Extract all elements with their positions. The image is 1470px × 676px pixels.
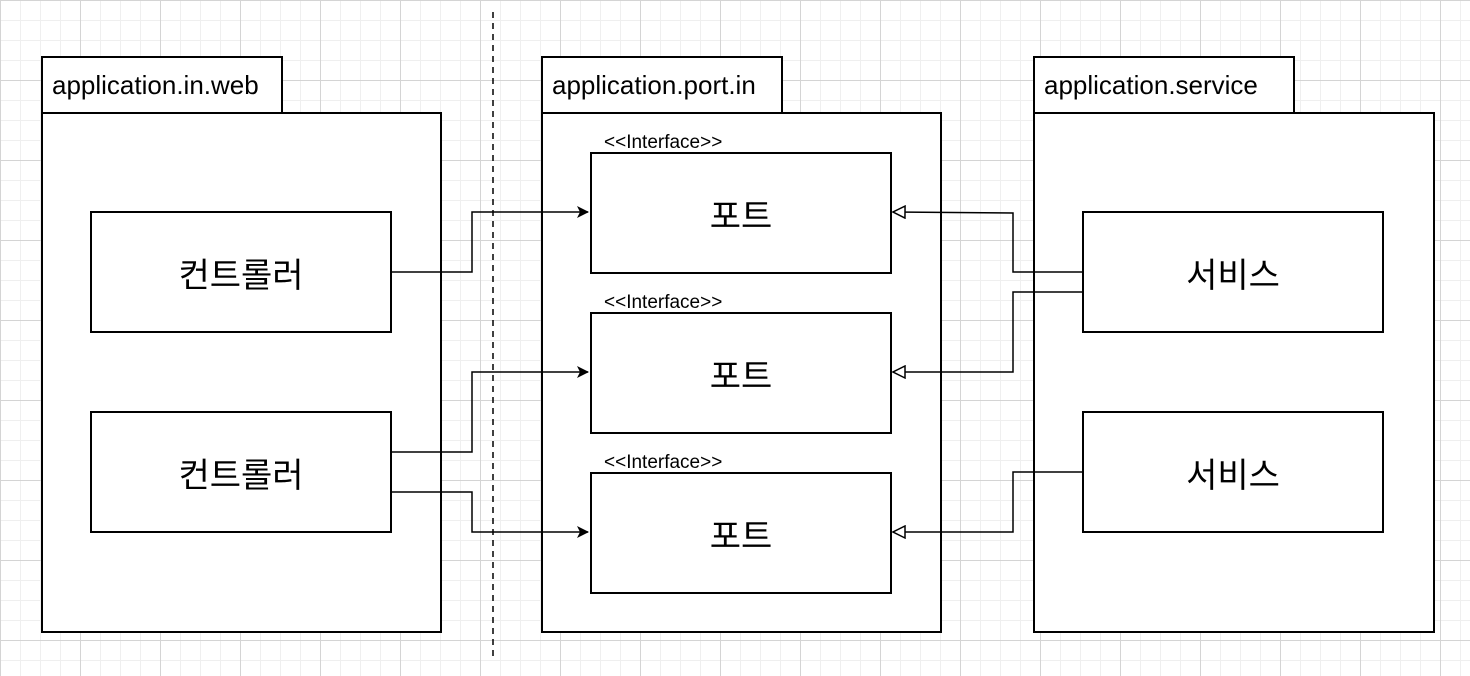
controller-label-2: 컨트롤러 [178, 455, 304, 496]
controller-box-1[interactable]: 컨트롤러 [90, 211, 392, 333]
controller-box-2[interactable]: 컨트롤러 [90, 411, 392, 533]
package-service-label: application.service [1044, 70, 1258, 100]
package-service-body [1033, 112, 1435, 633]
port-label-1: 포트 [709, 196, 773, 237]
port-box-1[interactable]: 포트 [590, 152, 892, 274]
port-box-3[interactable]: 포트 [590, 472, 892, 594]
package-web-label: application.in.web [52, 70, 259, 100]
service-box-2[interactable]: 서비스 [1082, 411, 1384, 533]
port-stereotype-2: <<Interface>> [604, 292, 723, 313]
port-stereotype-1: <<Interface>> [604, 132, 723, 153]
port-stereotype-3: <<Interface>> [604, 452, 723, 473]
port-label-2: 포트 [709, 356, 773, 397]
package-port-in-label: application.port.in [552, 70, 756, 100]
port-label-3: 포트 [709, 516, 773, 557]
port-box-2[interactable]: 포트 [590, 312, 892, 434]
service-label-2: 서비스 [1186, 455, 1280, 496]
package-web-tab: application.in.web [41, 56, 283, 114]
service-box-1[interactable]: 서비스 [1082, 211, 1384, 333]
package-service-tab: application.service [1033, 56, 1295, 114]
service-label-1: 서비스 [1186, 255, 1280, 296]
controller-label-1: 컨트롤러 [178, 255, 304, 296]
package-web-body [41, 112, 442, 633]
package-port-in-tab: application.port.in [541, 56, 783, 114]
